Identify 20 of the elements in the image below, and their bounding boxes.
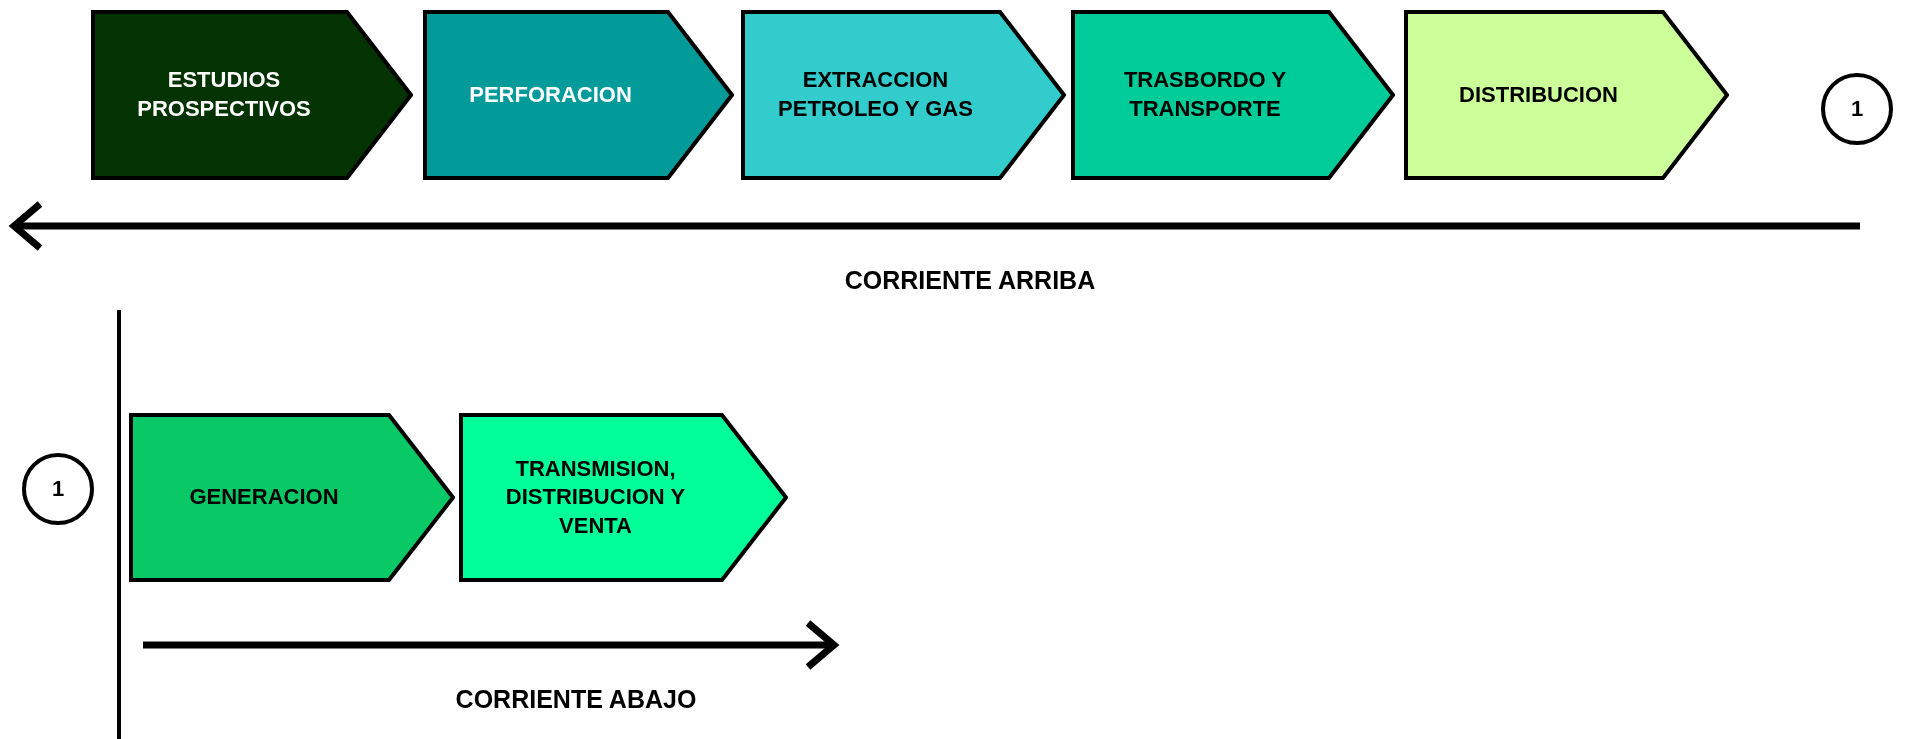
chevron-step <box>459 413 788 582</box>
step-label: TRANSMISION, DISTRIBUCION Y VENTA <box>504 454 687 540</box>
chevron-step <box>423 10 734 180</box>
step-label: TRASBORDO Y TRANSPORTE <box>1122 66 1288 123</box>
step-label: GENERACION <box>189 483 339 512</box>
step-label: EXTRACCION PETROLEO Y GAS <box>777 66 974 123</box>
connector-circle <box>1821 73 1893 145</box>
chevron-step <box>129 413 455 582</box>
chevron-step <box>91 10 413 180</box>
chevron-step <box>741 10 1066 180</box>
step-label: DISTRIBUCION <box>1459 80 1618 109</box>
step-label: 1 <box>51 474 65 503</box>
step-label: ESTUDIOS PROSPECTIVOS <box>136 66 312 123</box>
chevron-step <box>1404 10 1729 180</box>
flow-label: CORRIENTE ABAJO <box>455 685 697 713</box>
connector-circle <box>22 453 94 525</box>
chevron-step <box>1071 10 1395 180</box>
step-label: 1 <box>1850 94 1864 123</box>
flow-label: CORRIENTE ARRIBA <box>844 266 1096 294</box>
step-label: PERFORACION <box>469 80 632 109</box>
